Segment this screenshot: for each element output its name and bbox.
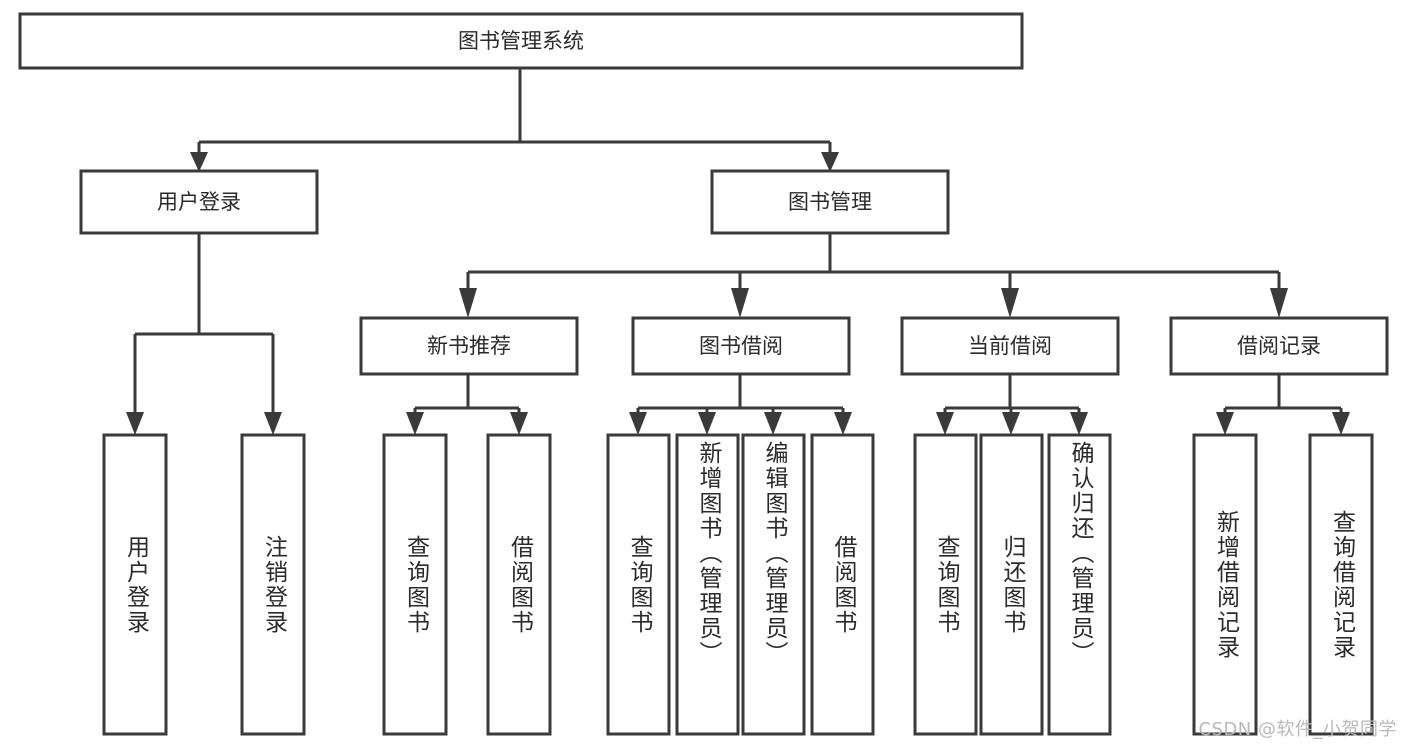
arrow-to-book-borrow xyxy=(731,288,749,318)
node-layer xyxy=(18,12,1389,736)
label-borrow-records: 借阅记录 xyxy=(1237,334,1321,358)
leaf-newbook-borrow-book[interactable] xyxy=(486,433,552,736)
arrow-leaf-current-query xyxy=(936,412,954,435)
leaf-records-add[interactable] xyxy=(1192,433,1258,736)
leaf-borrow-lend-book[interactable] xyxy=(810,433,875,736)
leaf-borrow-add-book[interactable] xyxy=(675,433,740,736)
label-book-borrow: 图书借阅 xyxy=(699,334,783,358)
arrow-to-user-login xyxy=(190,152,208,172)
leaf-current-query-book[interactable] xyxy=(913,433,978,736)
arrow-leaf-logout xyxy=(264,412,282,435)
node-user-login[interactable] xyxy=(79,169,319,235)
leaf-borrow-query-book[interactable] xyxy=(606,433,671,736)
arrow-leaf-borrow-edit xyxy=(764,412,782,435)
leaf-current-return-book[interactable] xyxy=(979,433,1044,736)
node-borrow-records[interactable] xyxy=(1169,316,1389,376)
label-layer: 图书管理系统 用户登录 图书管理 新书推荐 图书借阅 当前借阅 借阅记录 xyxy=(157,29,1321,358)
arrow-leaf-current-confirm xyxy=(1070,412,1088,435)
leaf-user-login[interactable] xyxy=(102,433,168,736)
arrow-leaf-current-return xyxy=(1002,412,1020,435)
arrow-to-borrow-records xyxy=(1270,288,1288,318)
leaf-logout[interactable] xyxy=(240,433,306,736)
node-book-management[interactable] xyxy=(710,169,950,235)
csdn-watermark: CSDN @软件_小贺同学 xyxy=(1198,719,1397,740)
label-new-book-recommend: 新书推荐 xyxy=(427,334,511,358)
label-user-login: 用户登录 xyxy=(157,190,241,214)
leaf-records-query[interactable] xyxy=(1308,433,1374,736)
arrow-leaf-borrow-lend xyxy=(834,412,852,435)
arrow-leaf-newbook-query xyxy=(406,412,424,435)
leaf-current-confirm-return[interactable] xyxy=(1047,433,1112,736)
arrow-leaf-records-add xyxy=(1216,412,1234,435)
arrow-to-new-book xyxy=(459,288,477,318)
arrow-to-book-mgmt xyxy=(821,152,839,172)
connector-layer xyxy=(126,68,1350,435)
label-current-borrow: 当前借阅 xyxy=(968,334,1052,358)
arrow-leaf-borrow-query xyxy=(629,412,647,435)
leaf-borrow-edit-book[interactable] xyxy=(741,433,806,736)
arrow-leaf-borrow-add xyxy=(698,412,716,435)
node-book-borrow[interactable] xyxy=(631,316,851,376)
arrow-leaf-records-query xyxy=(1332,412,1350,435)
arrow-leaf-newbook-borrow xyxy=(510,412,528,435)
label-book-management: 图书管理 xyxy=(788,190,872,214)
arrow-to-current-borrow xyxy=(1001,288,1019,318)
leaf-newbook-query-book[interactable] xyxy=(382,433,448,736)
node-root[interactable] xyxy=(18,12,1024,70)
arrow-leaf-user-login xyxy=(126,412,144,435)
label-root: 图书管理系统 xyxy=(458,29,584,53)
node-current-borrow[interactable] xyxy=(900,316,1120,376)
node-new-book-recommend[interactable] xyxy=(359,316,579,376)
